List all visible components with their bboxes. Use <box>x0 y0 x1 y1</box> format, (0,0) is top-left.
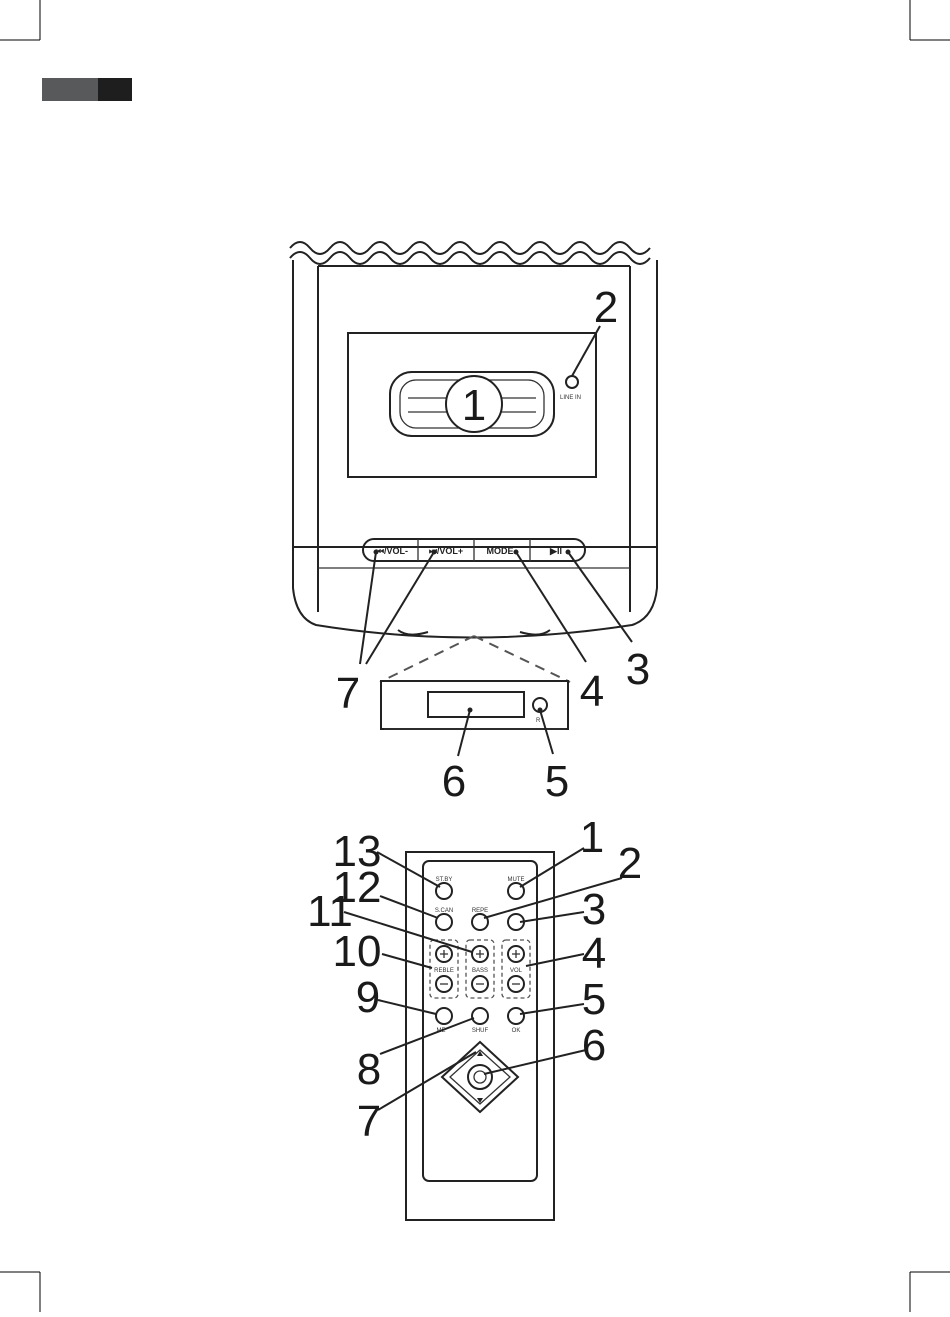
line-in-label: LINE IN <box>560 395 581 401</box>
memory-button[interactable] <box>436 1008 452 1024</box>
remote-callout-7: 7 <box>357 1097 381 1146</box>
device-callout-7: 7 <box>336 669 360 718</box>
shuffle-label: SHUF <box>472 1028 489 1034</box>
device-illustration: 1 LINE IN 2 ⏮/VOL- ⏭/VOL+ MODE ▶II 7 4 3 <box>290 242 657 806</box>
remote-callout-10: 10 <box>333 927 382 976</box>
remote-illustration: ST.BY MUTE S.CAN REPE REBLE BASS VOL ME … <box>307 813 642 1220</box>
remote-callout-6: 6 <box>582 1021 606 1070</box>
remote-callout-8: 8 <box>357 1045 381 1094</box>
repeat-button[interactable] <box>472 914 488 930</box>
device-callout-2: 2 <box>594 283 618 332</box>
zoom-dash-right <box>474 636 570 682</box>
display-marker: R <box>536 718 541 724</box>
remote-callout-5: 5 <box>582 975 606 1024</box>
mode-button[interactable]: MODE <box>487 546 514 556</box>
remote-callout-1: 1 <box>580 813 604 862</box>
remote-callout-9: 9 <box>356 973 380 1022</box>
play-pause-button[interactable]: ▶II <box>549 546 562 556</box>
nav-center-button[interactable] <box>468 1065 492 1089</box>
header-tab-black <box>98 78 132 101</box>
shuffle-button[interactable] <box>472 1008 488 1024</box>
device-callout-5: 5 <box>545 757 569 806</box>
treble-label: REBLE <box>434 968 454 974</box>
standby-label: ST.BY <box>436 877 453 883</box>
bass-minus-button[interactable] <box>472 976 488 992</box>
zoom-dash-left <box>380 636 474 682</box>
ok-label: OK <box>512 1028 521 1034</box>
lcd-display <box>428 692 524 717</box>
prev-vol-down-button[interactable]: ⏮/VOL- <box>376 546 408 556</box>
mute-label: MUTE <box>508 877 525 883</box>
treble-plus-button[interactable] <box>436 946 452 962</box>
ok-button[interactable] <box>508 1008 524 1024</box>
device-callout-1: 1 <box>462 381 486 430</box>
scan-button[interactable] <box>436 914 452 930</box>
device-callout-4: 4 <box>580 667 604 716</box>
treble-minus-button[interactable] <box>436 976 452 992</box>
vol-plus-button[interactable] <box>508 946 524 962</box>
device-callout-6: 6 <box>442 757 466 806</box>
bass-label: BASS <box>472 968 488 974</box>
bass-plus-button[interactable] <box>472 946 488 962</box>
remote-callout-4: 4 <box>582 929 606 978</box>
vol-label: VOL <box>510 968 523 974</box>
header-tab-gray <box>42 78 98 101</box>
remote-callout-3: 3 <box>582 885 606 934</box>
vol-minus-button[interactable] <box>508 976 524 992</box>
device-callout-3: 3 <box>626 645 650 694</box>
scan-label: S.CAN <box>435 908 453 914</box>
remote-callout-2: 2 <box>618 839 642 888</box>
line-in-jack <box>566 376 578 388</box>
repeat-label: REPE <box>472 908 488 914</box>
